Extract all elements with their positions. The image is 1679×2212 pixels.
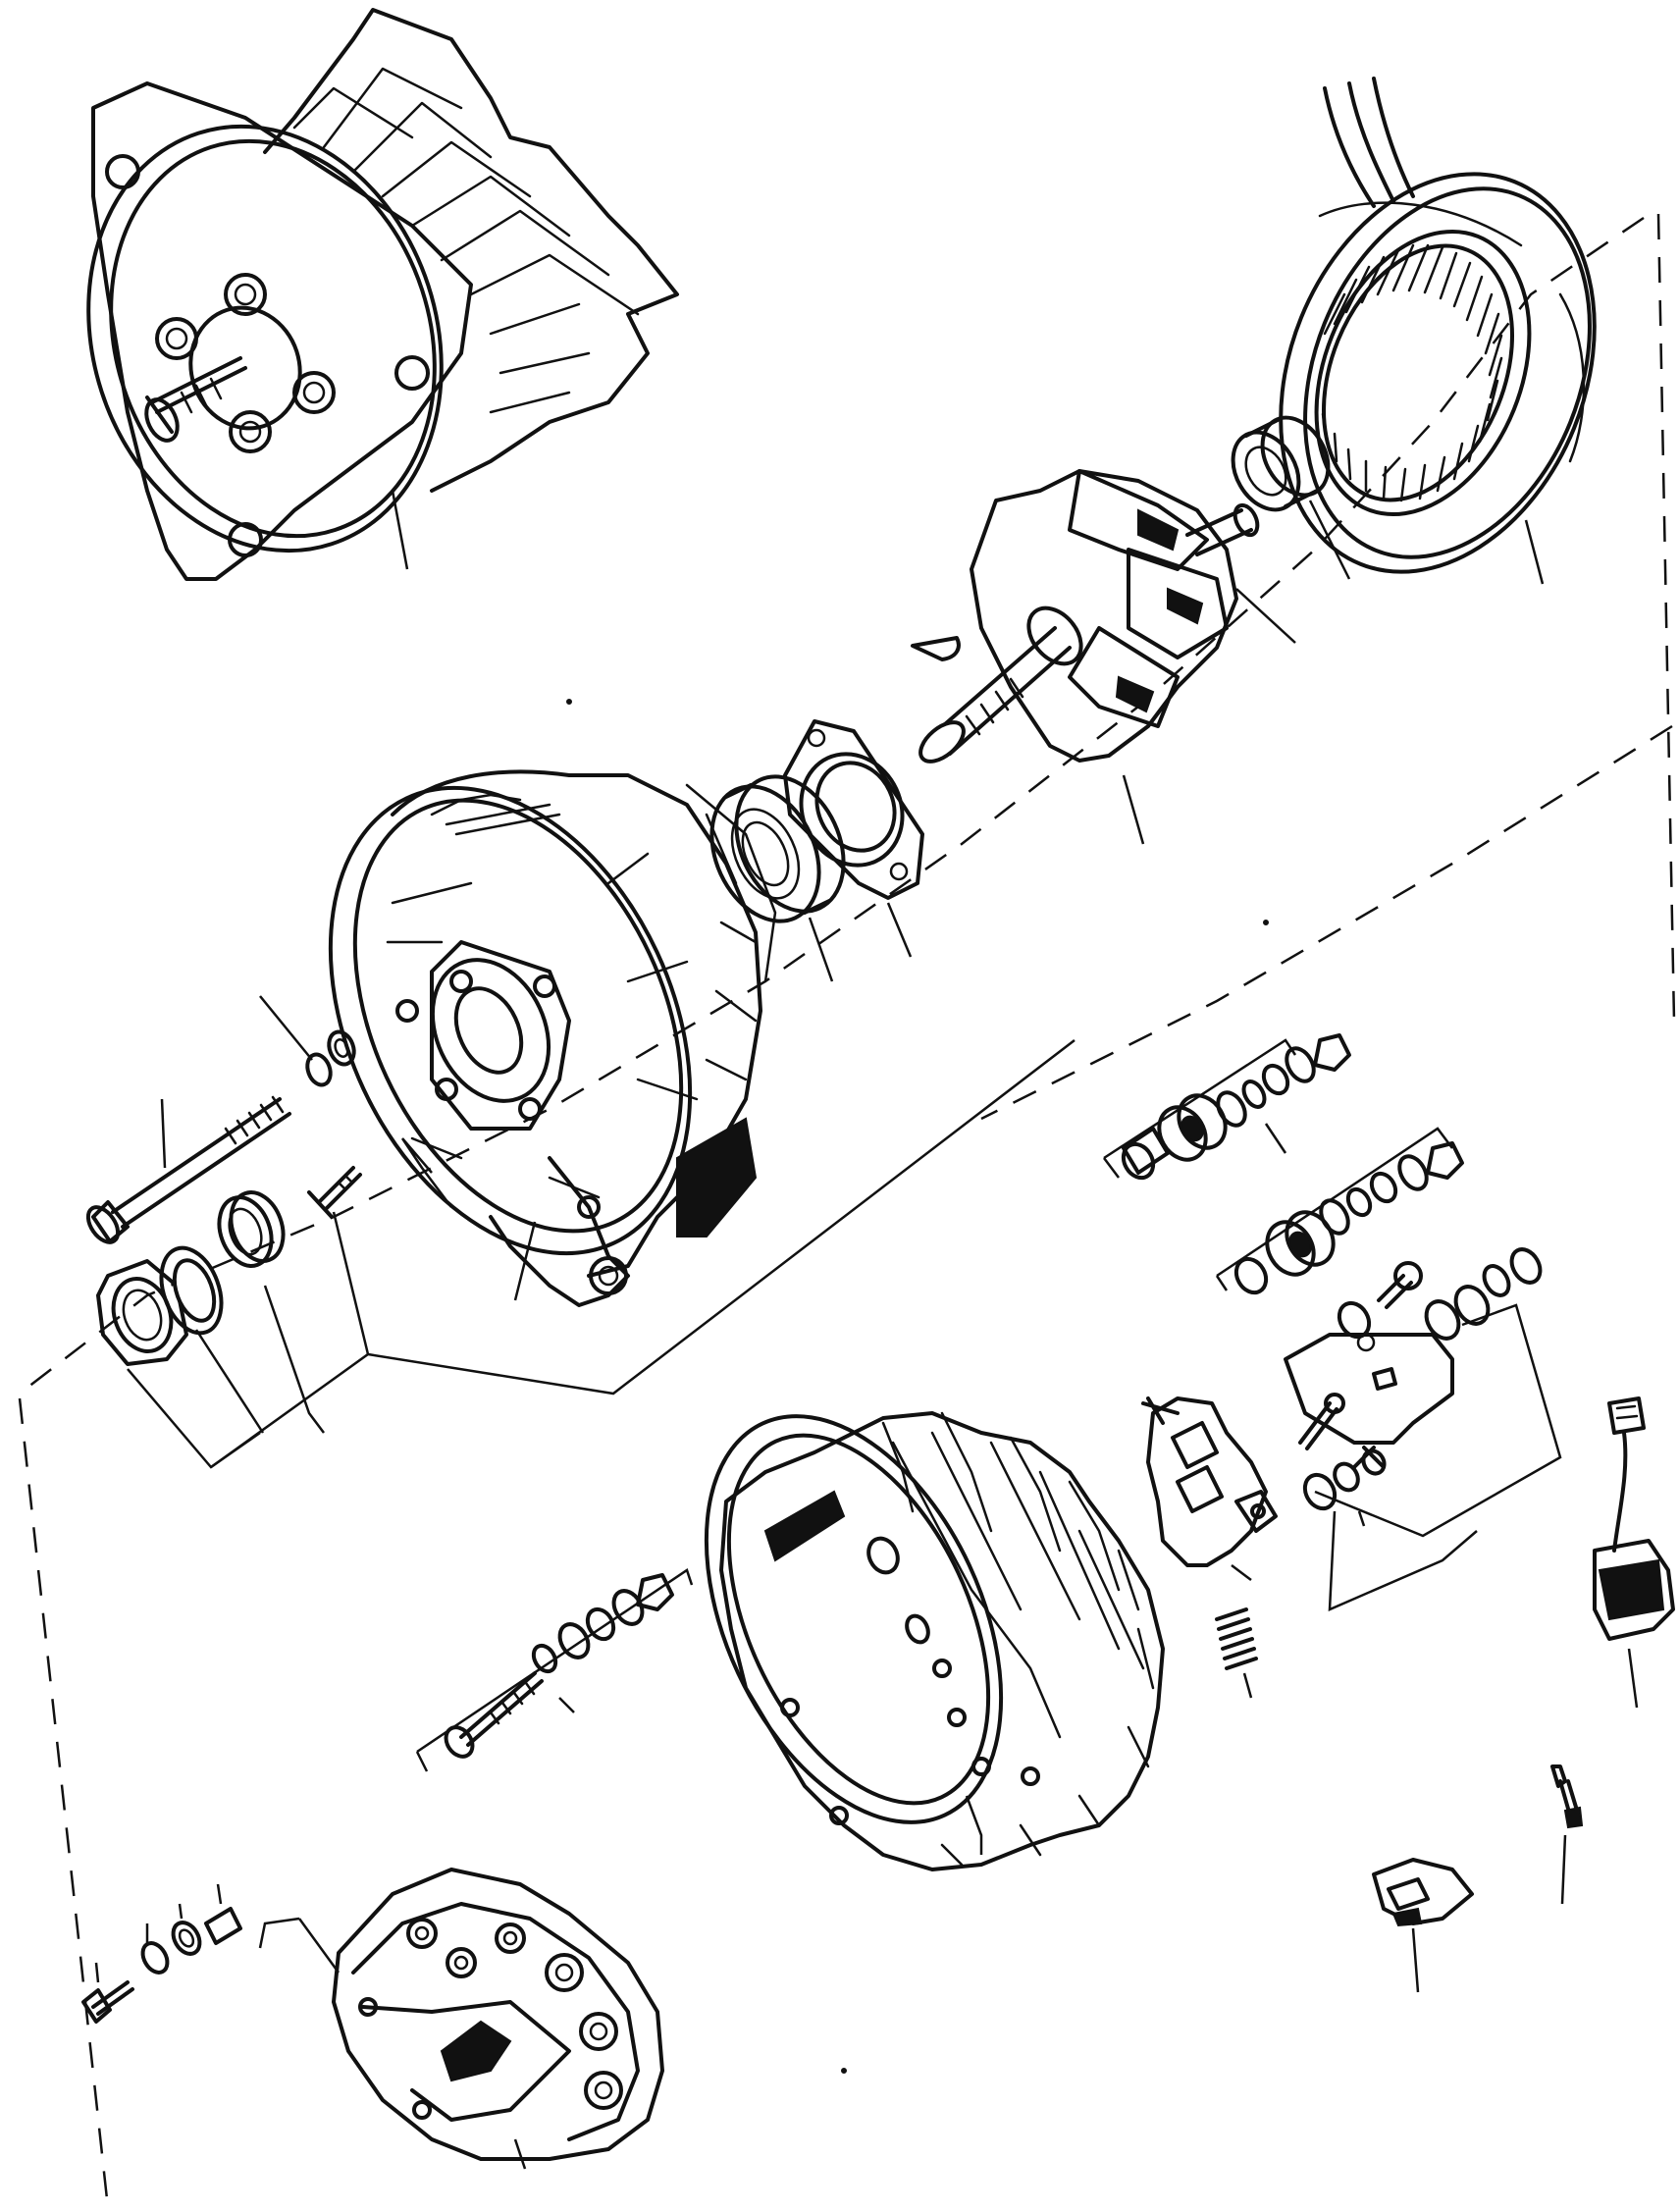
bearing-retainer-plate <box>783 719 924 958</box>
rectifier-screw-kit <box>81 1883 341 2024</box>
drive-end-housing-with-fan <box>86 8 679 581</box>
rectifier-bridge <box>332 1868 664 2170</box>
through-bolt <box>85 1095 291 1244</box>
woodruff-key <box>911 636 961 661</box>
needle-bearing <box>1231 415 1351 580</box>
terminal-hardware-kit-upper <box>1103 1033 1351 1181</box>
flat-washer-and-nut-small <box>305 1029 356 1087</box>
scan-specks <box>566 699 1269 2074</box>
capacitor-with-lead <box>1593 1396 1675 1709</box>
drive-end-leaders <box>127 995 1076 1469</box>
boundary-diagonal-mid <box>980 724 1673 1121</box>
terminal-bolt-kit <box>415 1568 694 1772</box>
stator-winding <box>1279 77 1597 585</box>
cable-terminal <box>1550 1764 1584 1905</box>
lock-washer <box>159 1245 224 1336</box>
spacer <box>217 1190 286 1268</box>
brush-spring <box>1215 1607 1258 1699</box>
boundary-diagonal-top <box>19 216 1645 1395</box>
rotor <box>911 469 1296 845</box>
boundary-left <box>18 1397 110 2209</box>
ball-bearing <box>709 774 846 982</box>
connector-plug <box>1372 1858 1474 1993</box>
boundary-right <box>1656 213 1676 1022</box>
brush-holder <box>1141 1396 1278 1581</box>
pulley-nut <box>96 1259 188 1366</box>
assembly-boundary-lines <box>18 213 1676 2209</box>
regulator-plate <box>1284 1247 1562 1611</box>
slip-ring-end-housing <box>704 1411 1165 1871</box>
terminal-hardware-kit-lower <box>1215 1127 1464 1295</box>
countersunk-screw <box>307 1166 362 1219</box>
drive-end-frame <box>328 769 777 1307</box>
